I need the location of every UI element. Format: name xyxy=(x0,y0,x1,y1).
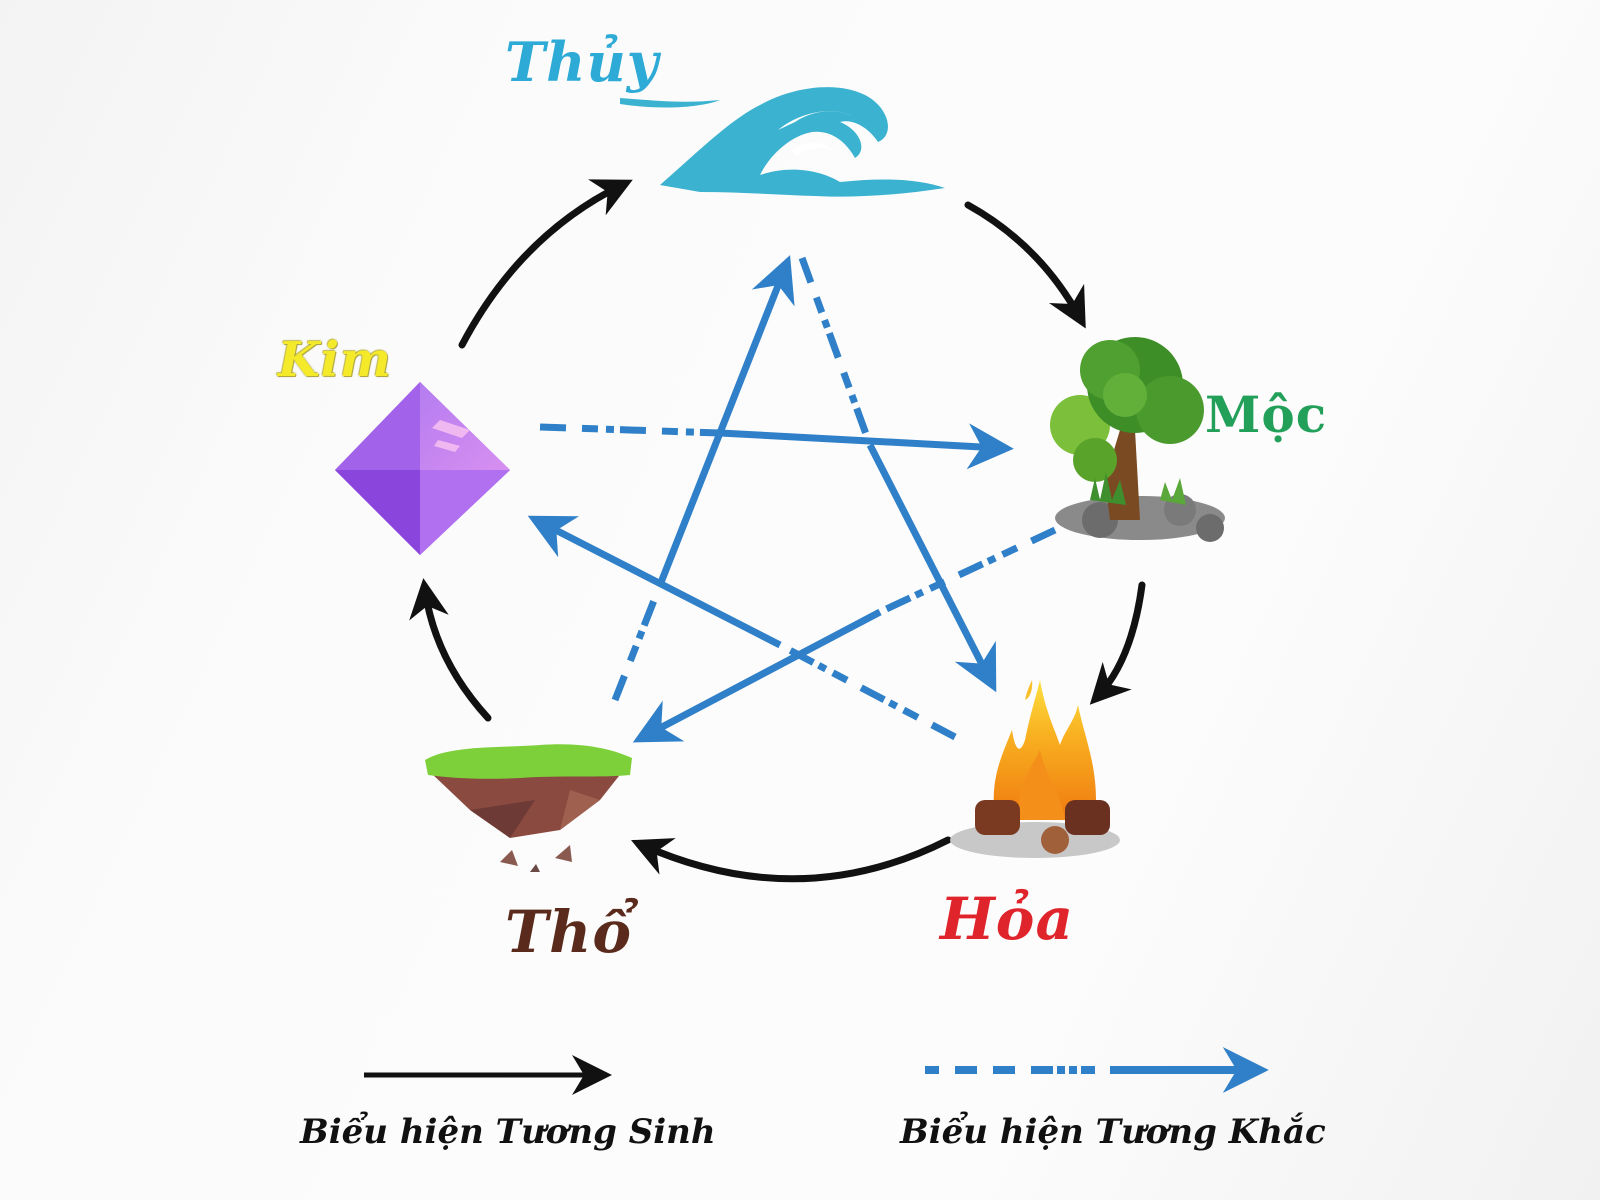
element-label-moc: Mộc xyxy=(1205,385,1328,444)
arrow-kim-to-thuy xyxy=(458,179,633,349)
arrow-tho-to-thuy xyxy=(611,255,795,702)
floating-earth-icon xyxy=(425,744,632,872)
element-label-hoa: Hỏa xyxy=(940,885,1075,953)
legend-label-tuong-khac: Biểu hiện Tương Khắc xyxy=(900,1112,1326,1152)
element-label-thuy: Thủy xyxy=(505,30,660,94)
wave-icon xyxy=(620,87,945,197)
tuong-khac-arrows xyxy=(527,255,1057,743)
element-label-tho: Thổ xyxy=(505,898,633,966)
arrow-thuy-to-moc xyxy=(964,201,1086,329)
arrow-moc-to-hoa xyxy=(1089,581,1146,705)
element-label-kim: Kim xyxy=(278,332,392,388)
fire-icon xyxy=(950,680,1120,858)
gem-icon xyxy=(335,382,510,555)
tuong-sinh-arrows xyxy=(409,179,1146,883)
arrow-thuy-to-hoa xyxy=(798,256,997,693)
arrow-hoa-to-kim xyxy=(527,515,957,741)
arrow-moc-to-tho xyxy=(632,526,1057,743)
legend-label-tuong-sinh: Biểu hiện Tương Sinh xyxy=(300,1112,716,1152)
tree-icon xyxy=(1050,337,1225,542)
arrow-kim-to-moc xyxy=(539,423,1014,470)
arrow-hoa-to-tho xyxy=(631,836,952,883)
arrow-tho-to-kim xyxy=(409,578,492,722)
